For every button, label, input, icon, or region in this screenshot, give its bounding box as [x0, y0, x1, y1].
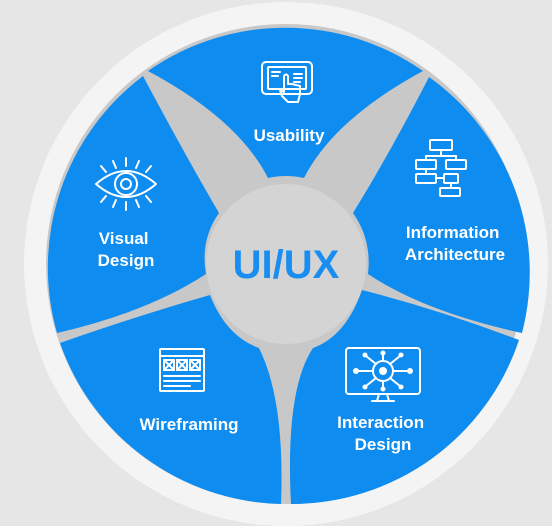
label-information-architecture-line1: Information [406, 223, 500, 242]
label-wireframing: Wireframing [139, 415, 238, 434]
segment-visual-design-petal [47, 76, 220, 333]
label-visual-design-line1: Visual [99, 229, 149, 248]
wireframe-icon [159, 348, 205, 392]
label-interaction-design-line1: Interaction [337, 413, 424, 432]
label-information-architecture-line2: Architecture [405, 245, 505, 264]
center-circle [206, 184, 366, 344]
segment-wireframing-petal [60, 295, 282, 504]
center-label: UI/UX [233, 243, 340, 287]
segment-usability [148, 27, 423, 179]
label-information-architecture: Information Architecture [405, 223, 505, 264]
label-visual-design: Visual Design [98, 229, 155, 270]
segment-information-architecture [353, 77, 530, 333]
segment-usability-petal [148, 27, 423, 179]
segment-interaction-design-petal [289, 290, 519, 505]
eye-icon [95, 157, 157, 211]
tablet-touch-icon [261, 61, 313, 103]
network-monitor-icon [345, 347, 421, 402]
label-interaction-design-line2: Design [355, 435, 412, 454]
segment-interaction-design [289, 290, 519, 505]
segment-wireframing [60, 295, 282, 504]
label-wireframing-line: Wireframing [139, 415, 238, 434]
segment-information-architecture-petal [353, 77, 530, 333]
label-visual-design-line2: Design [98, 251, 155, 270]
segment-visual-design [47, 76, 220, 333]
label-usability: Usability [254, 126, 325, 145]
label-interaction-design: Interaction Design [337, 413, 429, 454]
sitemap-icon [415, 139, 467, 197]
label-usability-line: Usability [254, 126, 325, 145]
